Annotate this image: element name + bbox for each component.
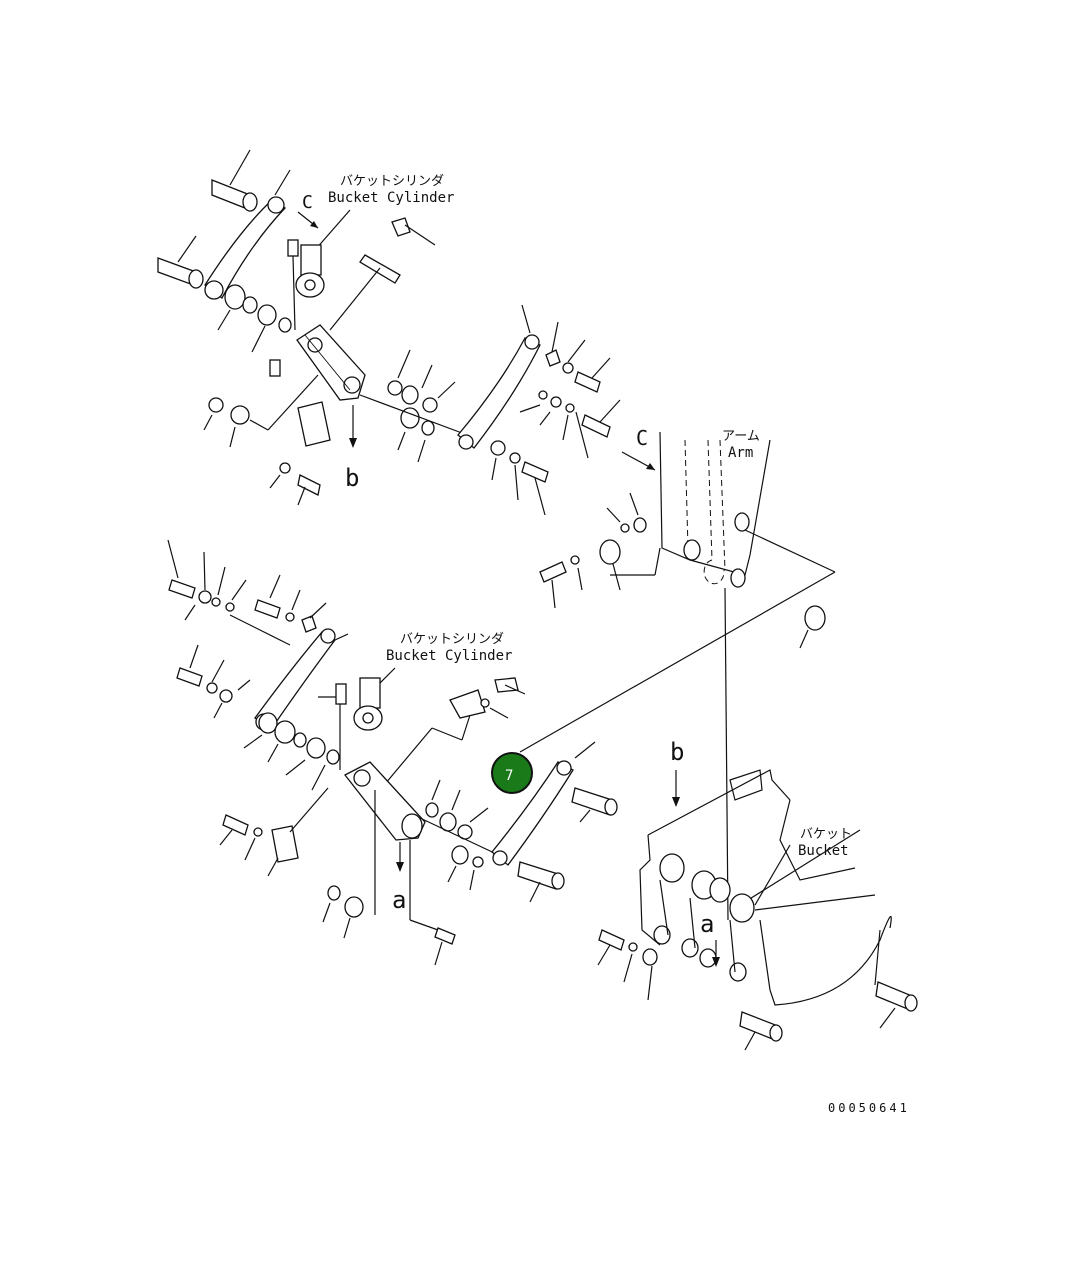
bolts-lower-bottom-left [219, 787, 329, 877]
bucket-cylinder-en-lower: Bucket Cylinder [386, 648, 512, 664]
view-b-label-upper: b [345, 464, 359, 492]
upper-assembly: C バケットシリンダ Bucket Cylinder [157, 149, 621, 516]
arm-label-jp: アーム [722, 429, 760, 444]
side-link-upper-right [457, 304, 541, 450]
cylinder-rod-lower [353, 677, 383, 731]
bolt-upper-2 [269, 462, 321, 506]
bucket-cylinder-en-upper: Bucket Cylinder [328, 190, 454, 206]
bushings-upper-center [359, 349, 471, 463]
bolts-lower-left [176, 644, 251, 719]
bucket-assembly: b バケット Bucket a [597, 738, 918, 1051]
grease-fitting-bottom [409, 919, 456, 966]
bushings-lower-center [419, 779, 506, 891]
bucket-cylinder-jp-upper: バケットシリンダ [340, 174, 444, 189]
nuts-lower-bottom [322, 885, 364, 939]
bucket-cylinder-jp-lower: バケットシリンダ [400, 632, 504, 647]
side-link-lower-right [491, 741, 596, 866]
link-upper-left [204, 169, 291, 300]
bucket-label-en: Bucket [798, 843, 849, 859]
grease-fitting-upper [287, 239, 299, 331]
bushings-lower-left [243, 712, 340, 791]
grease-fitting-lower [335, 683, 347, 705]
shim-bracket-lower [379, 677, 526, 791]
arm-assembly: C アーム Arm [519, 426, 836, 921]
bucket-pin-right [875, 981, 918, 1029]
pin-lower-2 [517, 861, 565, 903]
callout-7[interactable]: 7 [491, 752, 533, 794]
bucket-label-jp: バケット [800, 827, 852, 842]
link-lower-main [344, 761, 426, 920]
view-a-label-lower: a [392, 886, 406, 914]
bolts-upper-right [519, 321, 621, 459]
view-c-label-upper: C [302, 192, 313, 213]
view-b-label-bucket: b [670, 738, 684, 766]
link-upper-main [296, 324, 366, 401]
arm-label-en: Arm [728, 445, 753, 461]
pin-upper-1 [211, 149, 258, 212]
shim-plate-upper [297, 401, 331, 447]
bucket-pin-bottom [739, 1011, 783, 1051]
view-a-label-bucket: a [700, 910, 714, 938]
callout-7-badge[interactable] [491, 752, 533, 794]
washers-upper-left [203, 374, 319, 448]
nut-bolt-upper-bottom [490, 440, 549, 516]
view-c-label-arm: C [636, 426, 648, 450]
bolts-lower-top-left [167, 539, 327, 646]
bucket-bolts-left [597, 929, 658, 1001]
drawing-number: 00050641 [828, 1101, 910, 1115]
bolt-upper-1 [329, 217, 436, 331]
callout-7-number[interactable]: 7 [505, 768, 513, 784]
cylinder-rod-upper [295, 244, 325, 298]
lower-assembly: バケットシリンダ Bucket Cylinder [167, 539, 618, 966]
pin-lower-1 [571, 787, 618, 823]
bushings-upper-left [217, 284, 292, 353]
pin-upper-2 [157, 235, 204, 289]
